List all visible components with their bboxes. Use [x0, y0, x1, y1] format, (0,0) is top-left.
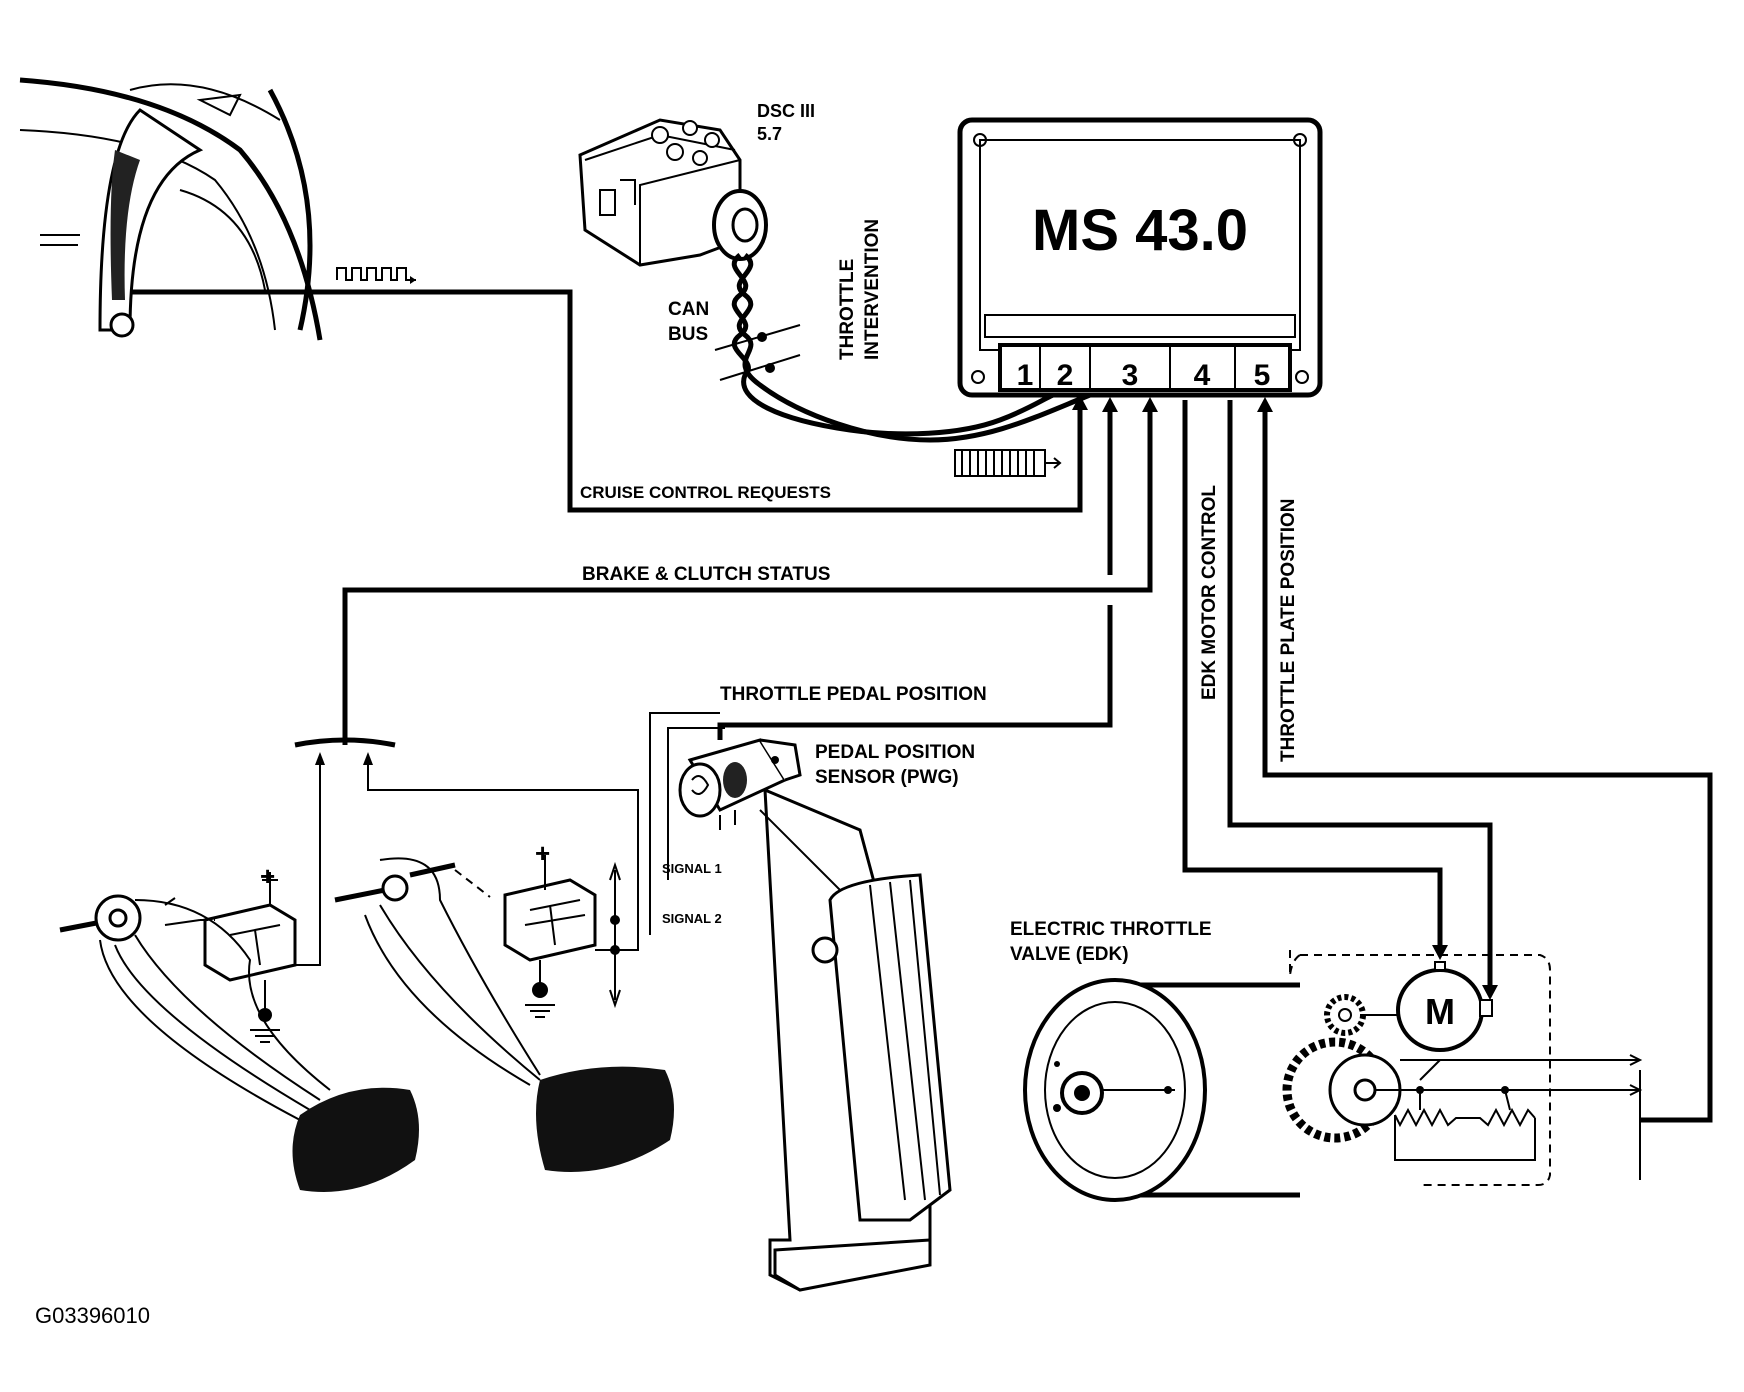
- pedal-position-sensor: [678, 738, 802, 830]
- data-packet-icon: [954, 449, 1062, 477]
- clutch-switch: [503, 855, 621, 1018]
- ecu-pin-2: 2: [1057, 359, 1074, 392]
- cruise-control-wire: [130, 289, 1088, 513]
- brake-pedal: [59, 894, 419, 1192]
- throttle-motor: [1396, 961, 1493, 1052]
- accelerator-pedal: [759, 787, 952, 1292]
- throttle-plate-position-wire: [1257, 397, 1713, 1123]
- signal-1-label: SIGNAL 1: [662, 861, 722, 876]
- ecu-pin-3: 3: [1122, 359, 1139, 392]
- edk-motor-wire: [1182, 400, 1448, 960]
- brake-clutch-label: BRAKE & CLUTCH STATUS: [582, 564, 830, 585]
- dsc-module: [578, 118, 768, 267]
- figure-id: G03396010: [35, 1303, 150, 1328]
- ecu-title: MS 43.0: [1032, 198, 1248, 263]
- cruise-control-label: CRUISE CONTROL REQUESTS: [580, 483, 831, 502]
- pulse-signal-icon: [336, 267, 416, 284]
- plus-label-brake: +: [260, 861, 275, 891]
- throttle-pedal-label: THROTTLE PEDAL POSITION: [720, 684, 987, 705]
- throttle-potentiometer: [1394, 1054, 1643, 1180]
- switch-bracket: [294, 737, 639, 966]
- can-bus-label-line1: CAN: [668, 299, 709, 320]
- edk-dashed-housing: [1289, 950, 1551, 1186]
- edk-label-line1: ELECTRIC THROTTLE: [1010, 919, 1212, 940]
- ecu-pin-4: 4: [1194, 359, 1211, 392]
- edk-label-line2: VALVE (EDK): [1010, 944, 1129, 965]
- brake-switch: [203, 872, 297, 1043]
- throttle-plate-position-label: THROTTLE PLATE POSITION: [1278, 498, 1299, 762]
- electric-throttle-valve: [1023, 978, 1300, 1202]
- throttle-intervention-line1: THROTTLE: [837, 259, 858, 360]
- plus-label-clutch: +: [535, 838, 550, 868]
- throttle-intervention-line2: INTERVENTION: [862, 219, 883, 360]
- throttle-plate-wire: [1227, 400, 1498, 1000]
- can-bus-twisted-wire: [731, 253, 1062, 437]
- pedal-sensor-label-line2: SENSOR (PWG): [815, 767, 959, 788]
- signal-2-label: SIGNAL 2: [662, 911, 722, 926]
- dsc-label-line1: DSC III: [757, 101, 815, 121]
- motor-label: M: [1425, 991, 1455, 1032]
- ecu-ms43: [957, 117, 1323, 398]
- edk-motor-control-label: EDK MOTOR CONTROL: [1199, 485, 1220, 700]
- can-bus-label-line2: BUS: [668, 324, 708, 345]
- ecu-pin-5: 5: [1254, 359, 1271, 392]
- steering-wheel: [19, 77, 323, 341]
- throttle-gear-train: [1282, 994, 1440, 1143]
- dsc-label-line2: 5.7: [757, 124, 782, 144]
- pedal-sensor-label-line1: PEDAL POSITION: [815, 742, 975, 763]
- clutch-pedal: [334, 857, 674, 1172]
- throttle-pedal-wire: [649, 605, 1113, 935]
- brake-clutch-wire: [342, 397, 1158, 745]
- ecu-pin-1: 1: [1017, 359, 1034, 392]
